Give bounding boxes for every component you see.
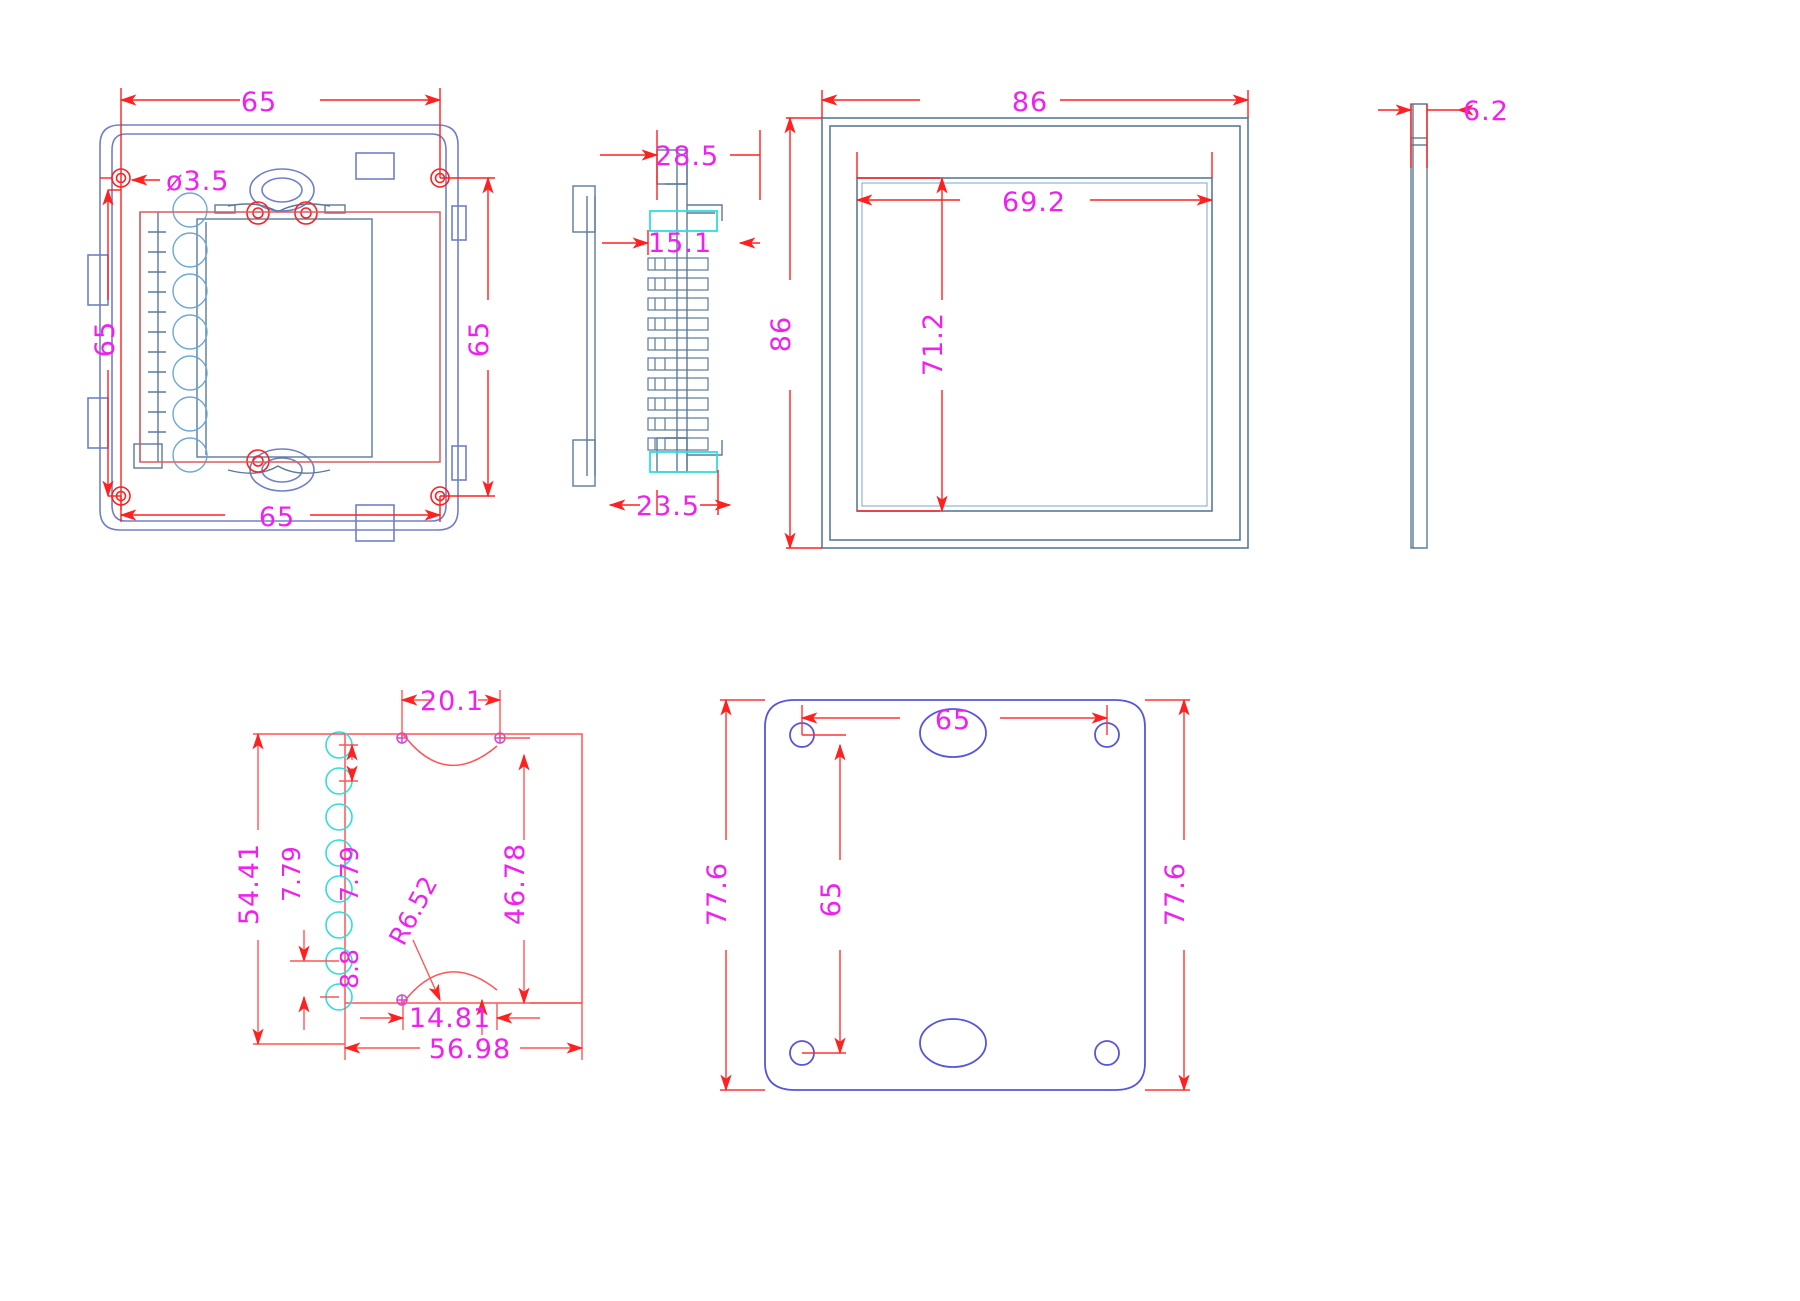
dim-65-top: 65 [241,87,277,118]
pcb-outline [344,733,583,1004]
dim-46p78: 46.78 [500,843,531,925]
dim-65-bottom: 65 [259,502,295,533]
view-pcb-detail: 20.1 54.41 7.79 7.79 46.78 R6.52 8.8 14.… [234,686,584,1065]
dim-14p81: 14.81 [409,1003,491,1034]
front-faceplate-outline [821,117,1249,549]
dim-69p2: 69.2 [1002,187,1066,218]
dim-77p6-left: 77.6 [702,862,733,926]
dim-65-left: 65 [90,321,121,357]
rear-housing-outline [87,124,467,542]
dim-r6p52: R6.52 [383,872,443,950]
dim-65-right: 65 [464,321,495,357]
dim-6p2: 6.2 [1463,96,1509,127]
edge-outline [1410,103,1428,549]
dim-54p41: 54.41 [234,843,265,925]
view-rear-housing: 65 65 65 65 ø3.5 [87,87,495,542]
dim-7p79-a: 7.79 [277,846,306,902]
backplate-dimension-lines [720,698,1190,1092]
front-dimension-lines [784,90,1250,550]
dim-20p1: 20.1 [420,686,484,717]
dim-86-left: 86 [766,316,797,352]
view-mounting-backplate: 65 77.6 65 77.6 [702,698,1191,1092]
dim-23p5: 23.5 [636,491,700,522]
backplate-outline [764,699,1146,1091]
view-side-profile: 28.5 15.1 23.5 [572,130,761,522]
edge-dimension-lines [1378,104,1474,168]
view-front-faceplate: 86 86 69.2 71.2 [766,87,1250,550]
side-profile-fins [647,257,709,451]
pcb-screw-holes [396,732,506,1006]
dim-28p5: 28.5 [655,141,719,172]
rear-dimension-lines [100,88,495,522]
dim-15p1: 15.1 [648,228,712,259]
dim-77p6-right: 77.6 [1160,862,1191,926]
pcb-terminal-holes [325,731,353,1011]
side-dimension-lines [600,130,761,515]
dim-dia-3p5: ø3.5 [166,166,229,197]
dim-8p8: 8.8 [335,949,364,989]
dim-56p98: 56.98 [429,1034,511,1065]
rear-terminal-holes [172,192,208,473]
side-profile-highlight [649,210,718,473]
dim-65-backplate-top: 65 [935,705,971,736]
view-edge-thickness: 6.2 [1378,96,1509,549]
dim-71p2: 71.2 [918,312,949,376]
pcb-dimension-lines [252,690,584,1060]
dim-65-backplate-inner: 65 [816,881,847,917]
dim-7p79-b: 7.79 [335,846,364,902]
rear-inner-plate [133,203,441,474]
dim-86-top: 86 [1012,87,1048,118]
